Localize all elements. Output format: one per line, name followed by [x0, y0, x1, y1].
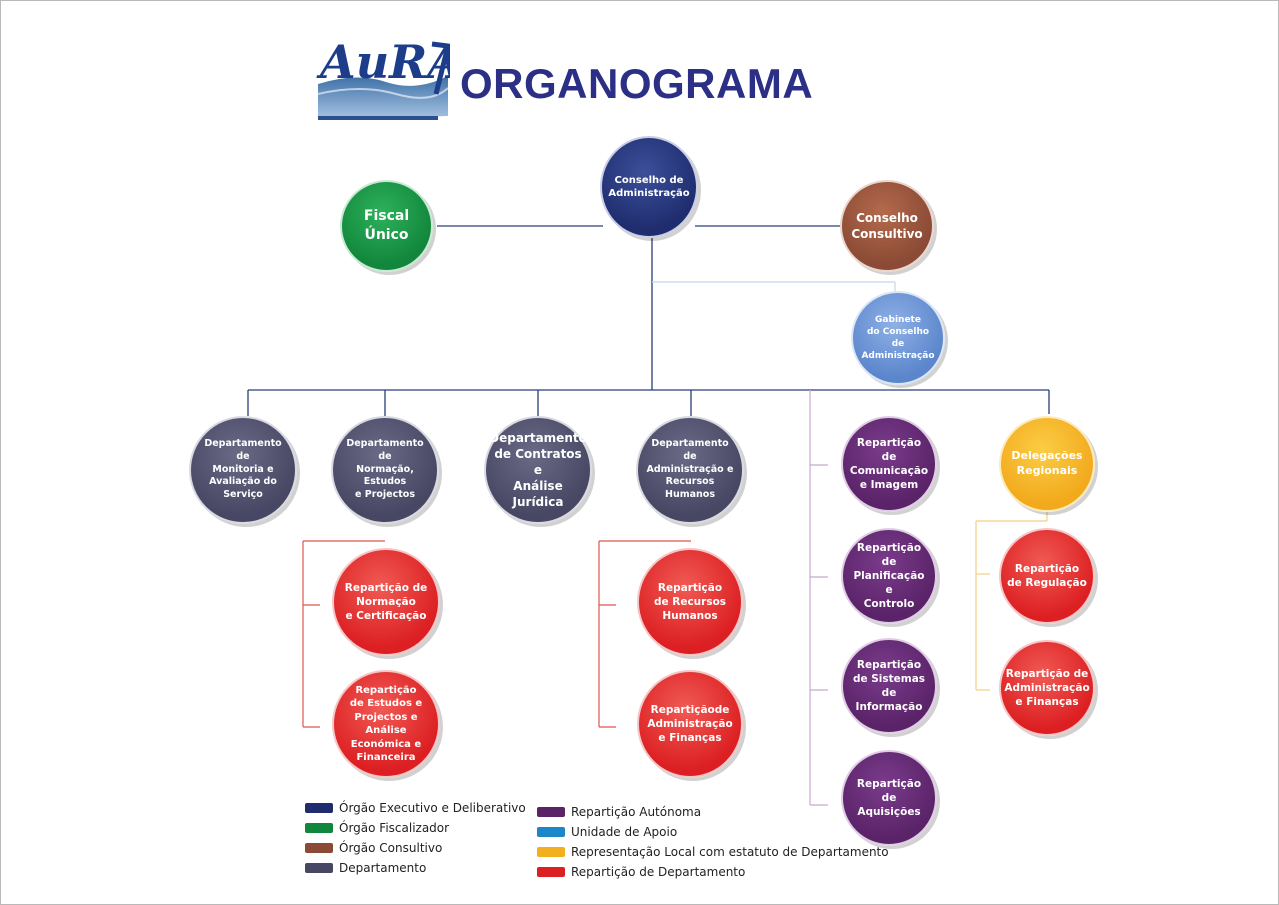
departamento-monitoria-node: Departamento de Monitoria e Avaliação do… [189, 416, 297, 524]
legend-label: Unidade de Apoio [571, 825, 678, 839]
legend-label: Representação Local com estatuto de Depa… [571, 845, 889, 859]
delegacoes-regionais-node: Delegações Regionais [999, 416, 1095, 512]
conselho-consultivo-node: Conselho Consultivo [840, 180, 934, 272]
reparticao-aquisicoes-node: Repartição de Aquisições [841, 750, 937, 846]
legend-label: Departamento [339, 861, 427, 875]
reparticao-admin-financas-regional-node: Repartição de Administração e Finanças [999, 640, 1095, 736]
reparticao-admin-financas-node: Repartiçãode Administração e Finanças [637, 670, 743, 778]
legend-swatch [305, 803, 333, 813]
legend-item: Repartição Autónoma [537, 802, 889, 822]
legend-item: Repartição de Departamento [537, 862, 889, 882]
legend-item: Órgão Consultivo [305, 838, 526, 858]
legend-item: Representação Local com estatuto de Depa… [537, 842, 889, 862]
reparticao-planificacao-node: Repartição de Planificação e Controlo [841, 528, 937, 624]
fiscal-unico-node: Fiscal Único [340, 180, 433, 272]
legend-label: Órgão Fiscalizador [339, 821, 450, 835]
legend-item: Órgão Fiscalizador [305, 818, 526, 838]
legend-swatch [537, 807, 565, 817]
conselho-administracao-node: Conselho de Administração [600, 136, 698, 238]
legend-swatch [305, 823, 333, 833]
departamento-contratos-node: Departamento de Contratos e Análise Jurí… [484, 416, 592, 524]
legend-right: Repartição Autónoma Unidade de Apoio Rep… [537, 802, 889, 882]
legend-swatch [305, 843, 333, 853]
legend-item: Órgão Executivo e Deliberativo [305, 798, 526, 818]
reparticao-regulacao-node: Repartição de Regulação [999, 528, 1095, 624]
departamento-admin-rh-node: Departamento de Administração e Recursos… [636, 416, 744, 524]
legend-swatch [537, 867, 565, 877]
legend-label: Órgão Executivo e Deliberativo [339, 801, 526, 815]
reparticao-sistemas-node: Repartição de Sistemas de Informação [841, 638, 937, 734]
legend-swatch [537, 847, 565, 857]
legend-swatch [537, 827, 565, 837]
departamento-normacao-node: Departamento de Normação, Estudos e Proj… [331, 416, 439, 524]
reparticao-comunicacao-node: Repartição de Comunicação e Imagem [841, 416, 937, 512]
legend-swatch [305, 863, 333, 873]
reparticao-recursos-humanos-node: Repartição de Recursos Humanos [637, 548, 743, 656]
reparticao-normacao-node: Repartição de Normação e Certificação [332, 548, 440, 656]
legend-label: Repartição de Departamento [571, 865, 746, 879]
page-title: ORGANOGRAMA [460, 60, 814, 107]
legend-left: Órgão Executivo e Deliberativo Órgão Fis… [305, 798, 526, 878]
legend-item: Unidade de Apoio [537, 822, 889, 842]
reparticao-estudos-node: Repartição de Estudos e Projectos e Anál… [332, 670, 440, 778]
aura-logo: AuRA [316, 35, 450, 120]
svg-text:AuRA: AuRA [316, 35, 450, 89]
legend-item: Departamento [305, 858, 526, 878]
legend-label: Repartição Autónoma [571, 805, 702, 819]
gabinete-node: Gabinete do Conselho de Administração [851, 291, 945, 385]
legend-label: Órgão Consultivo [339, 841, 443, 855]
